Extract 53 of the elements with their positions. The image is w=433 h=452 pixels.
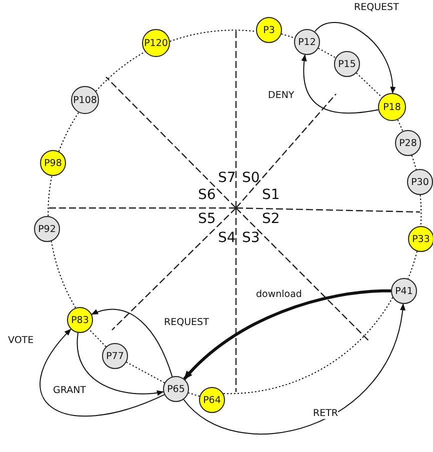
dotted-link	[58, 112, 80, 152]
peer-node: P83	[67, 307, 93, 333]
sector-label: S1	[262, 188, 280, 202]
arrow	[302, 54, 379, 114]
arrow	[183, 303, 405, 435]
sector-label: S7	[218, 171, 236, 185]
dotted-link	[188, 392, 200, 397]
arrow	[40, 328, 165, 416]
dotted-link	[48, 175, 52, 217]
edge-label: GRANT	[53, 386, 86, 396]
peer-node: P28	[395, 130, 421, 156]
sector-label: S2	[262, 212, 280, 226]
peer-node: P12	[294, 29, 320, 55]
edge-label: VOTE	[8, 336, 34, 346]
sector-label: S6	[198, 188, 216, 202]
peer-node: P77	[102, 343, 128, 369]
peer-node: P41	[391, 278, 417, 304]
peer-node: P3	[256, 17, 282, 43]
peer-node: P64	[199, 387, 225, 413]
edge-label: REQUEST	[164, 318, 209, 328]
peer-node: P18	[378, 93, 406, 121]
peer-node: P98	[40, 150, 66, 176]
arrow	[314, 22, 396, 94]
dotted-link	[397, 119, 404, 132]
peer-node: P108	[71, 86, 99, 114]
dotted-link	[318, 48, 336, 58]
dotted-link	[411, 154, 417, 170]
edge-label: download	[256, 290, 302, 300]
peer-node: P92	[34, 216, 60, 242]
dotted-link	[88, 328, 106, 348]
dotted-link	[50, 240, 76, 308]
dotted-link	[126, 362, 166, 384]
sector-label: S3	[242, 231, 260, 245]
peer-node: P33	[408, 226, 433, 252]
dotted-link	[169, 30, 257, 42]
peer-node: P120	[142, 29, 170, 57]
sector-label: S0	[242, 171, 260, 185]
sector-label: S4	[218, 231, 236, 245]
peer-node: P30	[407, 169, 433, 195]
arrow	[91, 308, 173, 378]
arrow	[183, 289, 392, 380]
dotted-link	[95, 51, 146, 92]
sector-label: S5	[198, 212, 216, 226]
dotted-link	[280, 33, 296, 39]
peer-node: P65	[163, 376, 189, 402]
edge-label: RETR	[313, 409, 338, 420]
dotted-link	[356, 72, 382, 98]
peer-node: P15	[334, 51, 360, 77]
dotted-link	[420, 194, 422, 226]
arrow	[76, 332, 164, 396]
edge-label: REQUEST	[354, 3, 399, 14]
dotted-link	[222, 296, 394, 394]
dotted-link	[408, 250, 418, 280]
